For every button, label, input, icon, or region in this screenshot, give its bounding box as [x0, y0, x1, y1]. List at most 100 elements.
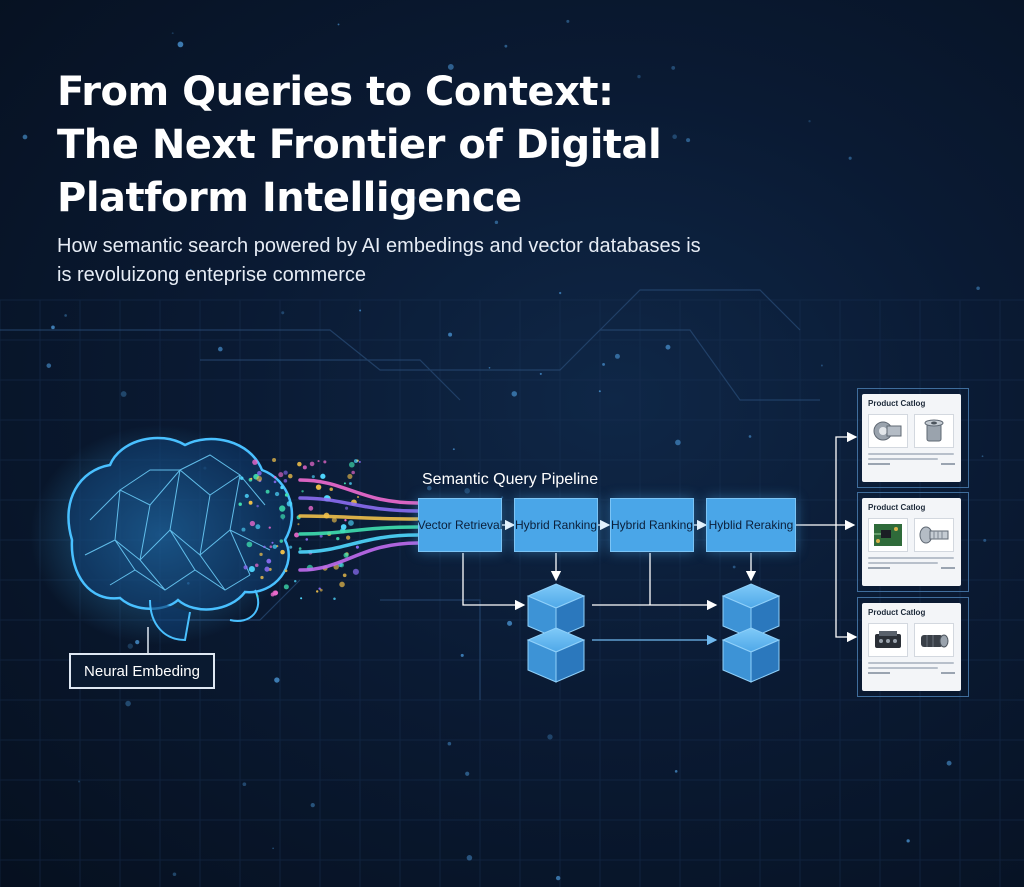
- neural-embedding-label: Neural Embeding: [69, 653, 215, 689]
- embedding-stream: [298, 533, 420, 554]
- embedding-particle: [311, 475, 315, 479]
- page-subtitle: How semantic search powered by AI embedi…: [57, 232, 817, 290]
- background-dot: [983, 538, 987, 542]
- embedding-particle: [284, 493, 289, 497]
- bolt-icon: [914, 518, 954, 552]
- background-dot: [820, 364, 823, 367]
- vector-database-icon: [526, 627, 586, 683]
- background-dot: [555, 875, 561, 881]
- catalog-title: Product Catlog: [868, 399, 926, 408]
- background-dot: [281, 311, 285, 315]
- embedding-particle: [297, 523, 300, 526]
- embedding-particle: [257, 470, 262, 476]
- embedding-particle: [286, 500, 293, 507]
- embedding-particle: [336, 536, 340, 541]
- background-dot: [137, 196, 142, 201]
- pipe-fitting-icon: [868, 414, 908, 448]
- subtitle-line-2: is revoluizong enteprise commerce: [57, 264, 367, 286]
- background-dot: [547, 734, 553, 740]
- catalog-title: Product Catlog: [868, 503, 926, 512]
- background-dot: [488, 366, 491, 369]
- embedding-particle: [283, 470, 288, 475]
- background-dot: [539, 372, 542, 375]
- background-dot: [674, 770, 678, 773]
- embedding-particle: [305, 538, 309, 541]
- embedding-particle: [255, 563, 259, 568]
- embedding-particle: [347, 473, 353, 479]
- background-dot: [675, 439, 681, 446]
- embedding-particle: [273, 480, 277, 484]
- background-dot: [465, 771, 470, 776]
- embedding-particle: [355, 545, 359, 549]
- stage-hybrid-ranking-2: Hybrid Ranking: [610, 498, 694, 552]
- background-dot: [672, 134, 677, 139]
- background-dot: [120, 391, 127, 397]
- background-dot: [427, 485, 432, 491]
- embedding-particle: [317, 460, 320, 463]
- embedding-particle: [260, 575, 264, 580]
- background-dot: [946, 760, 952, 766]
- embedding-particle: [284, 569, 288, 573]
- product-catalog-card[interactable]: Product Catlog: [862, 498, 961, 586]
- embedding-stream: [298, 514, 420, 521]
- embedding-particle: [309, 461, 315, 467]
- background-dot: [511, 391, 518, 397]
- embedding-particle: [340, 524, 347, 530]
- title-line-3: Platform Intelligence: [57, 175, 522, 221]
- product-catalog-card[interactable]: Product Catlog: [862, 394, 961, 482]
- embedding-particle: [270, 592, 275, 597]
- embedding-particle: [248, 566, 255, 573]
- brain-icon: [30, 425, 294, 645]
- embedding-stream: [298, 478, 420, 505]
- background-dot: [189, 268, 192, 271]
- background-dot: [46, 363, 52, 368]
- embedding-particle: [255, 524, 261, 530]
- background-dot: [51, 325, 55, 330]
- embedding-particle: [248, 500, 253, 505]
- embedding-particle: [319, 588, 323, 592]
- embedding-particle: [302, 465, 307, 470]
- background-dot: [637, 74, 641, 79]
- embedding-particle: [266, 558, 272, 564]
- embedding-particle: [331, 517, 337, 523]
- background-dot: [359, 309, 362, 312]
- background-dot: [337, 23, 340, 26]
- background-dot: [464, 488, 470, 494]
- embedding-particle: [274, 491, 280, 497]
- background-dot: [507, 620, 513, 626]
- background-dot: [22, 134, 28, 140]
- embedding-particle: [352, 568, 359, 575]
- embedding-particle: [345, 506, 349, 510]
- embedding-particle: [294, 532, 300, 538]
- embedding-particle: [252, 459, 258, 465]
- background-dot: [981, 455, 984, 458]
- pipeline-arrows: [462, 431, 858, 643]
- background-dot: [598, 390, 601, 393]
- embedding-particle: [316, 590, 319, 593]
- catalog-title: Product Catlog: [868, 608, 926, 617]
- embedding-particle: [240, 476, 244, 480]
- embedding-particle: [297, 461, 302, 467]
- background-dot: [78, 780, 80, 783]
- embedding-stream: [298, 541, 420, 572]
- embedding-particle: [278, 472, 284, 478]
- embedding-stream: [298, 525, 420, 536]
- catalog-frame: [857, 597, 969, 697]
- title-line-1: From Queries to Context:: [57, 69, 614, 115]
- stage-hybrid-ranking-1: Hybrid Ranking: [514, 498, 598, 552]
- background-dot: [665, 344, 671, 350]
- stage-hybrid-reranking: Hyblid Reraking: [706, 498, 796, 552]
- background-dot: [177, 41, 184, 48]
- embedding-particle: [344, 519, 347, 522]
- embedding-particle: [348, 520, 354, 526]
- embedding-particle: [263, 545, 266, 549]
- embedding-particle: [256, 594, 259, 598]
- embedding-particles: [238, 458, 361, 601]
- embedding-streams: [298, 478, 420, 572]
- product-catalog-card[interactable]: Product Catlog: [862, 603, 961, 691]
- background-dot: [64, 314, 67, 317]
- background-dot: [494, 220, 499, 225]
- embedding-particle: [329, 487, 334, 491]
- background-dot: [172, 872, 177, 877]
